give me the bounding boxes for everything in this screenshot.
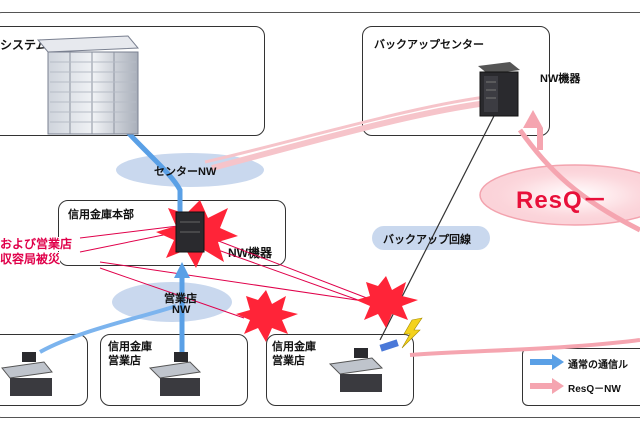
legend-normal-arrow-icon [530, 354, 564, 370]
server-rack-icon [36, 35, 140, 135]
disaster-note-line1: および営業店 [0, 237, 73, 251]
legend-resq-arrow-icon [530, 378, 564, 394]
resq-label: ResQ－ [516, 187, 608, 214]
lightning-icon [401, 317, 423, 349]
hq-label: 信用金庫本部 [68, 209, 134, 221]
legend-normal-label: 通常の通信ル [568, 360, 628, 371]
resq-arrow-up [523, 110, 543, 128]
backup-nw-device-icon [478, 62, 520, 117]
branch-line-explosion-icon [236, 290, 298, 342]
backup-line-label: バックアップ回線 [383, 234, 471, 246]
resq-route-branch [409, 338, 640, 357]
branch-right-label-2: 営業店 [272, 355, 305, 367]
branch-terminal-mid-icon [148, 352, 202, 396]
disaster-pointer-3 [99, 261, 371, 303]
normal-route-branch-left [39, 304, 177, 354]
branch-terminal-left-icon [1, 352, 53, 396]
disaster-pointer-2 [79, 231, 179, 253]
resq-route-center [211, 99, 497, 171]
center-nw-label: センターNW [154, 166, 217, 178]
disaster-pointer-1 [79, 225, 179, 239]
legend-box [522, 348, 640, 406]
branch-right-label-1: 信用金庫 [272, 341, 316, 353]
branch-nw-label-2: NW [172, 304, 191, 316]
legend-resq-label: ResQ－NW [568, 384, 621, 395]
backup-center-box [362, 26, 550, 136]
branch-nw-cloud [112, 282, 232, 322]
branch-nw-label-1: 営業店 [164, 293, 197, 305]
backup-line-pill [372, 226, 490, 250]
backup-line-explosion-icon [356, 276, 418, 328]
resq-route-backup-up [517, 128, 640, 233]
backup-center-nw-label: NW機器 [540, 73, 581, 85]
normal-arrow-hq [174, 262, 190, 278]
branch-middle-label-2: 営業店 [108, 355, 141, 367]
backup-center-label: バックアップセンター [374, 39, 484, 51]
branch-terminal-right-icon [328, 339, 399, 392]
disaster-note-line2: 収容局被災 [0, 252, 61, 266]
branch-middle-label-1: 信用金庫 [108, 341, 152, 353]
resq-route-center-2 [204, 94, 495, 164]
main-system-label: システム [0, 38, 48, 52]
hq-nw-device-icon [175, 211, 205, 253]
hq-backup-line-1 [189, 229, 373, 301]
disaster-pointer-4 [99, 267, 245, 319]
